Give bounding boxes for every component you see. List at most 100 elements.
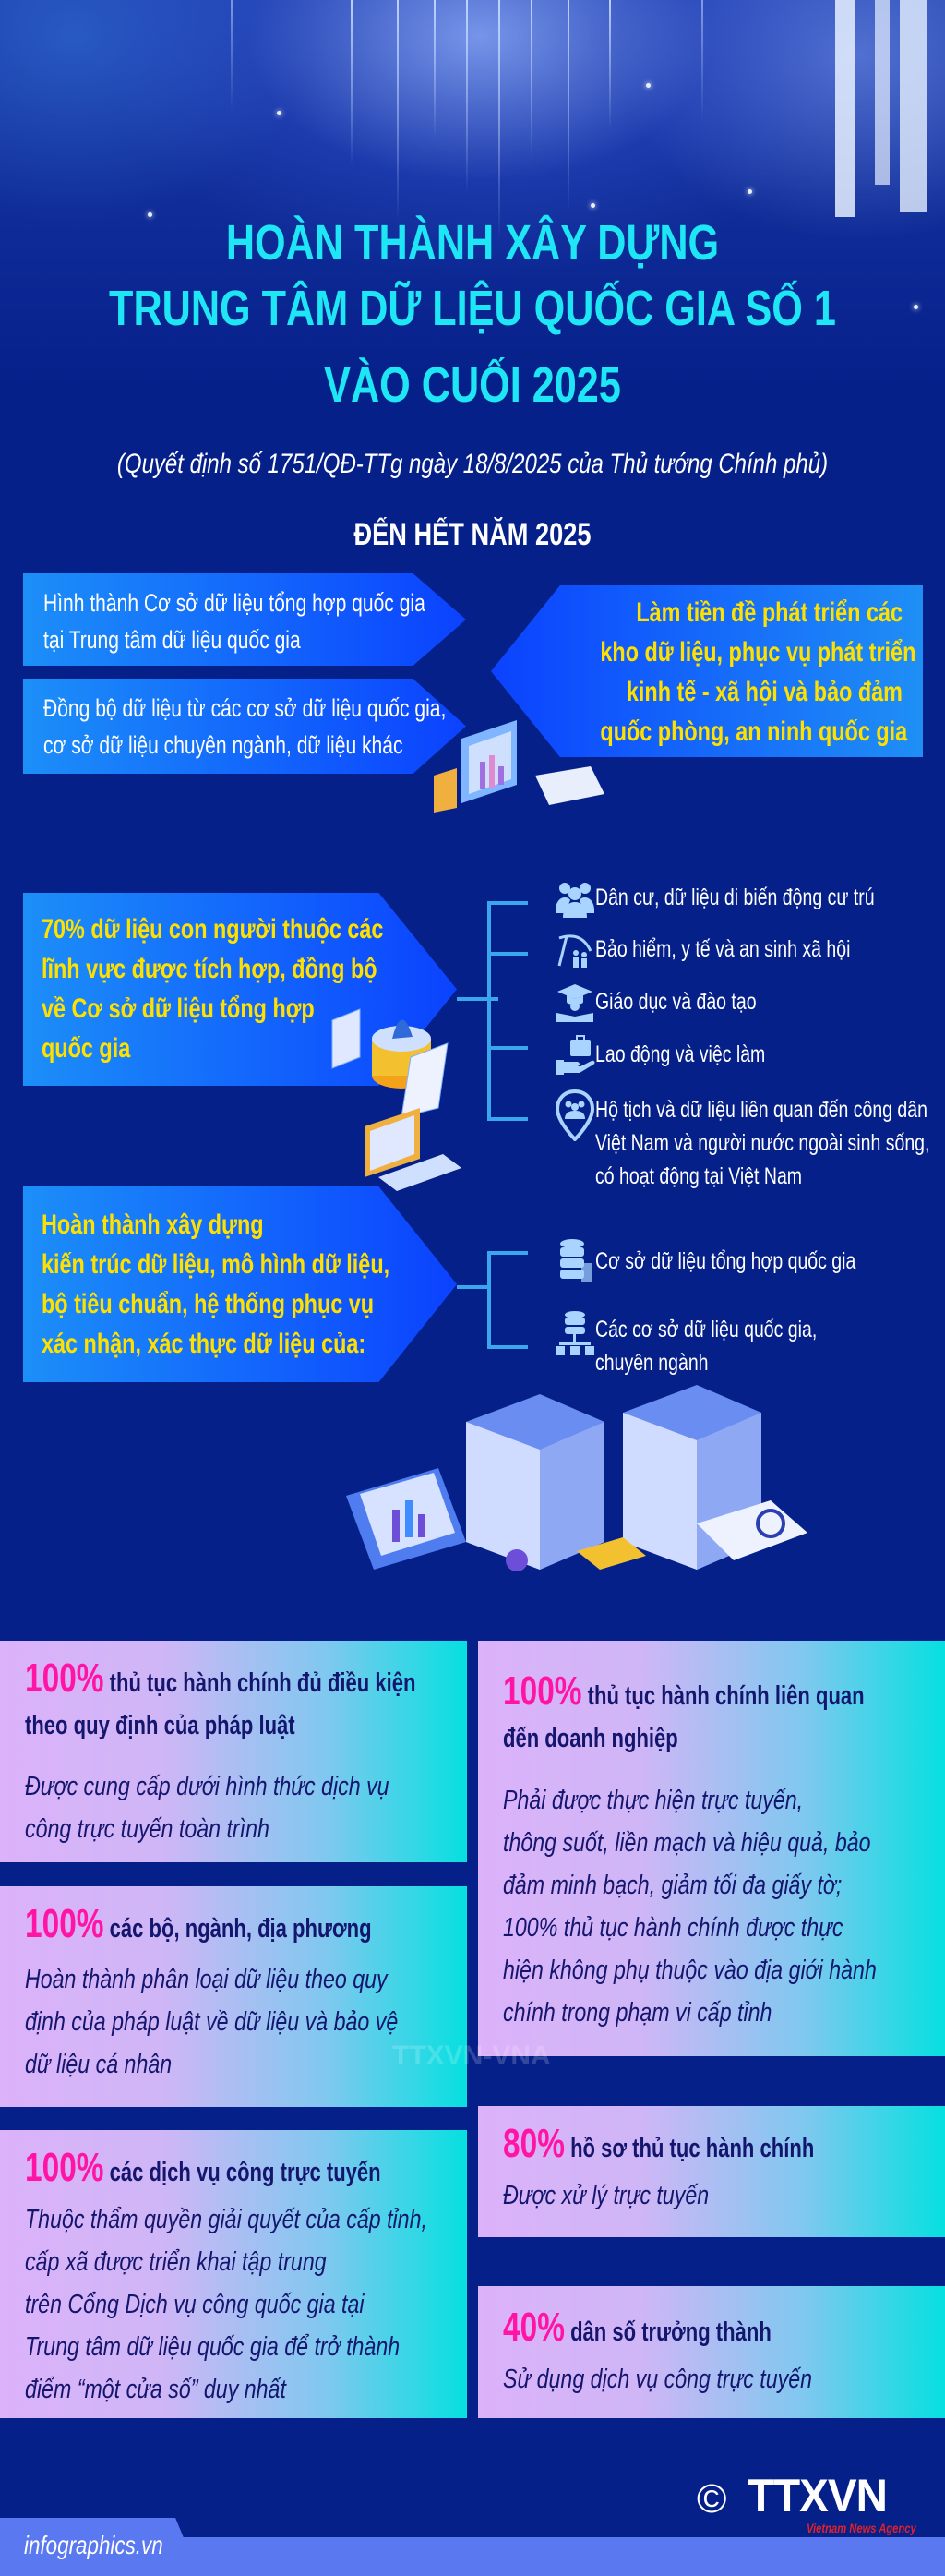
- title-line-1: HOÀN THÀNH XÂY DỰNG: [225, 215, 720, 271]
- section-heading: ĐẾN HẾT NĂM 2025: [353, 517, 592, 552]
- connector-line: [457, 997, 498, 1001]
- stat-body: Sử dụng dịch vụ công trực tuyến: [503, 2365, 813, 2394]
- stat-percent: 100%: [25, 2145, 104, 2190]
- people-icon: [556, 883, 594, 918]
- tree-branch: [487, 1345, 528, 1349]
- laptop-illustration: [365, 1108, 461, 1191]
- item-text: Giáo dục và đào tạo: [595, 989, 757, 1015]
- stat-body: Được cung cấp dưới hình thức dịch vụ: [25, 1772, 389, 1801]
- item-text: chuyên ngành: [595, 1350, 709, 1376]
- goal-box-2-line: Đồng bộ dữ liệu từ các cơ sở dữ liệu quố…: [43, 694, 447, 722]
- goal-box-2: Đồng bộ dữ liệu từ các cơ sở dữ liệu quố…: [23, 679, 466, 774]
- integration-box-line: lĩnh vực được tích hợp, đồng bộ: [42, 954, 377, 984]
- copyright-symbol: ©: [697, 2476, 727, 2522]
- integration-box: 70% dữ liệu con người thuộc các lĩnh vực…: [23, 893, 457, 1086]
- ttxvn-logo: TTXVN Vietnam News Agency: [748, 2471, 923, 2535]
- tree-trunk-line: [487, 901, 491, 1121]
- stat-headline: đến doanh nghiệp: [503, 1724, 678, 1753]
- stat-headline: các dịch vụ công trực tuyến: [109, 2158, 381, 2187]
- goal-box-2-line: cơ sở dữ liệu chuyên ngành, dữ liệu khác: [43, 731, 403, 759]
- stat-body: Trung tâm dữ liệu quốc gia để trở thành: [25, 2332, 401, 2362]
- stat-headline: dân số trưởng thành: [570, 2317, 772, 2347]
- stat-card: 100% các dịch vụ công trực tuyến Thuộc t…: [0, 2130, 467, 2418]
- integration-box-line: về Cơ sở dữ liệu tổng hợp: [42, 993, 315, 1024]
- item-text: Việt Nam và người nước ngoài sinh sống,: [595, 1130, 930, 1156]
- stat-percent: 100%: [503, 1668, 582, 1714]
- integration-box-line: 70% dữ liệu con người thuộc các: [42, 914, 384, 945]
- architecture-box: Hoàn thành xây dựng kiến trúc dữ liệu, m…: [23, 1186, 457, 1382]
- logo-subtitle: Vietnam News Agency: [807, 2521, 916, 2535]
- tree-branch: [487, 1117, 528, 1121]
- goal-result-line: Làm tiền đề phát triển các: [636, 597, 903, 628]
- stat-percent: 100%: [25, 1901, 104, 1946]
- integration-box-line: quốc gia: [42, 1033, 131, 1064]
- stat-body: Hoàn thành phân loại dữ liệu theo quy: [25, 1965, 388, 1994]
- stat-body: định của pháp luật về dữ liệu và bảo vệ: [25, 2007, 399, 2037]
- stat-body: điểm “một cửa số” duy nhất: [25, 2375, 286, 2404]
- graduation-icon: [556, 984, 593, 1022]
- stat-body: công trực tuyến toàn trình: [25, 1814, 269, 1844]
- architecture-box-line: bộ tiêu chuẩn, hệ thống phục vụ: [42, 1289, 375, 1319]
- stat-headline: thủ tục hành chính đủ điều kiện: [109, 1668, 416, 1698]
- stat-body: chính trong phạm vi cấp tỉnh: [503, 1998, 772, 2028]
- stat-percent: 40%: [503, 2305, 565, 2350]
- goal-box-1-line: Hình thành Cơ sở dữ liệu tổng hợp quốc g…: [43, 589, 425, 617]
- briefcase-hand-icon: [556, 1035, 595, 1075]
- stat-percent: 100%: [25, 1655, 104, 1701]
- tree-branch: [487, 1251, 528, 1255]
- stat-headline: thủ tục hành chính liên quan: [587, 1681, 865, 1711]
- stat-card: 100% thủ tục hành chính liên quan đến do…: [478, 1641, 945, 2056]
- stat-card: 100% các bộ, ngành, địa phương Hoàn thàn…: [0, 1886, 467, 2107]
- goal-result-line: kinh tế - xã hội và bảo đảm: [626, 677, 903, 707]
- watermark: TTXVN-VNA: [392, 2040, 551, 2071]
- logo-text: TTXVN: [748, 2470, 888, 2522]
- database-server-icon: [560, 1239, 592, 1282]
- stat-body: dữ liệu cá nhân: [25, 2050, 173, 2079]
- tree-branch: [487, 901, 528, 905]
- goal-result-box: Làm tiền đề phát triển các kho dữ liệu, …: [491, 585, 923, 757]
- item-text: có hoạt động tại Việt Nam: [595, 1163, 803, 1189]
- connector-line: [457, 1285, 490, 1289]
- item-text: Cơ sở dữ liệu tổng hợp quốc gia: [595, 1248, 856, 1274]
- stat-body: Được xử lý trực tuyến: [503, 2181, 710, 2210]
- footer-tab: infographics.vn: [0, 2518, 199, 2576]
- stat-card: 80% hồ sơ thủ tục hành chính Được xử lý …: [478, 2106, 945, 2237]
- tree-branch: [487, 952, 528, 956]
- architecture-box-line: xác nhận, xác thực dữ liệu của:: [42, 1329, 366, 1359]
- database-network-icon: [556, 1311, 594, 1355]
- subtitle: (Quyết định số 1751/QĐ-TTg ngày 18/8/202…: [116, 449, 829, 479]
- stat-headline: các bộ, ngành, địa phương: [109, 1914, 372, 1944]
- architecture-box-line: Hoàn thành xây dựng: [42, 1210, 264, 1240]
- umbrella-family-icon: [557, 934, 592, 968]
- architecture-box-line: kiến trúc dữ liệu, mô hình dữ liệu,: [42, 1249, 390, 1280]
- goal-result-line: kho dữ liệu, phục vụ phát triển: [600, 637, 916, 668]
- site-link[interactable]: infographics.vn: [24, 2531, 163, 2559]
- stat-body: đảm minh bạch, giảm tối đa giấy tờ;: [503, 1871, 843, 1900]
- item-text: Lao động và việc làm: [595, 1041, 766, 1067]
- tree-branch: [487, 1046, 528, 1050]
- database-illustration: [331, 1008, 449, 1117]
- goal-box-1: Hình thành Cơ sở dữ liệu tổng hợp quốc g…: [23, 573, 466, 666]
- stat-body: thông suốt, liền mạch và hiệu quả, bảo: [503, 1828, 871, 1858]
- stat-headline: hồ sơ thủ tục hành chính: [570, 2134, 815, 2163]
- item-text: Các cơ sở dữ liệu quốc gia,: [595, 1317, 818, 1342]
- stat-body: Phải được thực hiện trực tuyến,: [503, 1786, 804, 1815]
- location-people-icon: [555, 1089, 595, 1141]
- title-line-3: VÀO CUỐI 2025: [324, 357, 621, 413]
- stat-card: 100% thủ tục hành chính đủ điều kiện the…: [0, 1641, 467, 1862]
- title-line-2: TRUNG TÂM DỮ LIỆU QUỐC GIA SỐ 1: [109, 281, 836, 336]
- stat-body: Thuộc thẩm quyền giải quyết của cấp tỉnh…: [25, 2205, 427, 2234]
- item-text: Hộ tịch và dữ liệu liên quan đến công dâ…: [595, 1097, 927, 1123]
- stat-body: cấp xã được triển khai tập trung: [25, 2247, 327, 2277]
- data-center-servers-illustration: [346, 1385, 807, 1571]
- data-dashboard-illustration: [434, 720, 604, 813]
- item-text: Dân cư, dữ liệu di biến động cư trú: [595, 885, 875, 910]
- item-text: Bảo hiểm, y tế và an sinh xã hội: [595, 936, 851, 962]
- stat-body: 100% thủ tục hành chính được thực: [503, 1913, 843, 1943]
- goal-box-1-line: tại Trung tâm dữ liệu quốc gia: [43, 626, 301, 654]
- tree-trunk-line: [487, 1251, 491, 1349]
- stat-body: hiện không phụ thuộc vào địa giới hành: [503, 1956, 877, 1985]
- stat-headline: theo quy định của pháp luật: [25, 1711, 295, 1740]
- hero-background: [0, 0, 945, 388]
- stat-percent: 80%: [503, 2121, 565, 2166]
